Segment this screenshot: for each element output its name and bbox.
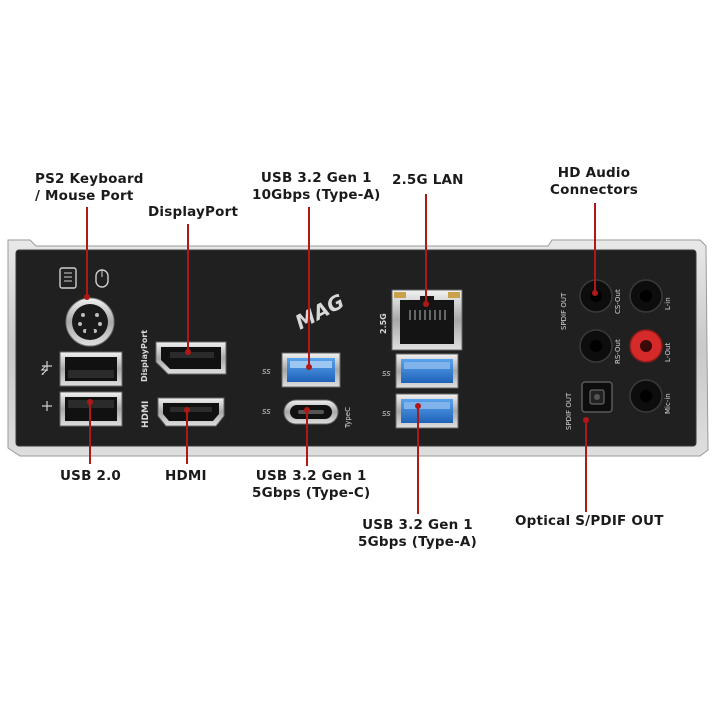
label-usba5-line1: USB 3.2 Gen 1 <box>362 517 473 533</box>
usb-10gbps-port <box>281 352 341 388</box>
leader-usba5 <box>417 406 419 514</box>
label-hdmi-text: HDMI <box>165 468 207 484</box>
leader-usb10 <box>308 207 310 367</box>
leader-dot-usb10 <box>306 364 312 370</box>
silk-ss-2: SS <box>262 408 271 416</box>
label-usb10-line2: 10Gbps (Type-A) <box>252 187 381 203</box>
label-usba5: USB 3.2 Gen 1 5Gbps (Type-A) <box>358 517 477 551</box>
leader-displayport <box>187 224 189 352</box>
audio-silkscreen: SPDIF OUT SPDIF OUT CS-Out L-in RS-Out L… <box>560 289 672 430</box>
svg-text:Mic-in: Mic-in <box>664 393 672 414</box>
leader-dot-lan <box>423 301 429 307</box>
leader-hdmi <box>186 410 188 464</box>
label-usb10: USB 3.2 Gen 1 10Gbps (Type-A) <box>252 170 381 204</box>
leader-dot-usbc <box>304 407 310 413</box>
label-hdmi: HDMI <box>165 468 207 485</box>
displayport-port <box>155 341 227 375</box>
label-audio-line1: HD Audio <box>557 165 631 181</box>
lan-port <box>391 289 463 351</box>
audio-jacks <box>579 279 663 413</box>
label-spdif-text: Optical S/PDIF OUT <box>515 513 664 529</box>
label-usbc-line1: USB 3.2 Gen 1 <box>255 468 367 484</box>
optical-spdif-port <box>581 381 613 413</box>
label-audio: HD Audio Connectors <box>550 165 638 199</box>
label-displayport-text: DisplayPort <box>148 204 239 220</box>
label-lan-text: 2.5G LAN <box>392 172 464 188</box>
svg-text:⭍: ⭍ <box>40 365 48 377</box>
label-usbc-line2: 5Gbps (Type-C) <box>252 485 371 501</box>
silk-typec: TypeC <box>344 407 352 429</box>
usb-icon: ⭍ <box>40 361 52 411</box>
svg-text:L-Out: L-Out <box>664 343 672 362</box>
usb-5gbps-port-top <box>395 353 459 389</box>
usb-5gbps-port-bottom <box>395 393 459 429</box>
label-audio-line2: Connectors <box>550 182 638 198</box>
leader-dot-usb2 <box>87 399 93 405</box>
usb-typec-port <box>283 399 339 425</box>
label-usb2-text: USB 2.0 <box>60 468 121 484</box>
label-spdif: Optical S/PDIF OUT <box>515 513 664 530</box>
silk-displayport: DisplayPort <box>140 330 149 382</box>
leader-ps2 <box>86 207 88 297</box>
leader-dot-spdif <box>583 417 589 423</box>
silk-lan: 2.5G <box>379 313 388 334</box>
silk-ss-1: SS <box>262 368 271 376</box>
leader-dot-displayport <box>185 349 191 355</box>
leader-dot-hdmi <box>184 407 190 413</box>
label-usbc: USB 3.2 Gen 1 5Gbps (Type-C) <box>252 468 370 502</box>
svg-text:SPDIF OUT: SPDIF OUT <box>560 292 568 330</box>
shield-panel <box>15 249 697 447</box>
usb2-port-bottom <box>59 391 123 427</box>
label-usb10-line1: USB 3.2 Gen 1 <box>260 170 372 186</box>
label-displayport: DisplayPort <box>148 204 238 221</box>
label-usb2: USB 2.0 <box>60 468 121 485</box>
leader-dot-audio <box>592 290 598 296</box>
leader-usbc <box>306 410 308 466</box>
svg-text:RS-Out: RS-Out <box>614 339 622 364</box>
leader-lan <box>425 194 427 304</box>
silk-ss-4: SS <box>382 410 391 418</box>
label-ps2-line1: PS2 Keyboard <box>35 171 144 187</box>
keyboard-icon <box>59 267 77 289</box>
label-ps2: PS2 Keyboard / Mouse Port <box>35 171 144 205</box>
label-usba5-line2: 5Gbps (Type-A) <box>358 534 477 550</box>
silk-hdmi: HDMI <box>141 401 151 428</box>
mouse-icon <box>95 269 109 288</box>
leader-dot-usba5 <box>415 403 421 409</box>
svg-text:L-in: L-in <box>664 297 672 310</box>
svg-text:SPDIF OUT: SPDIF OUT <box>565 392 573 430</box>
silk-ss-3: SS <box>382 370 391 378</box>
leader-usb2 <box>89 402 91 464</box>
label-ps2-line2: / Mouse Port <box>35 188 134 204</box>
usb2-port-top <box>59 351 123 387</box>
ps2-port <box>65 297 115 347</box>
label-lan: 2.5G LAN <box>392 172 464 189</box>
hdmi-port <box>157 397 225 427</box>
leader-spdif <box>585 420 587 512</box>
svg-text:CS-Out: CS-Out <box>614 289 622 314</box>
leader-dot-ps2 <box>84 294 90 300</box>
leader-audio <box>594 203 596 293</box>
